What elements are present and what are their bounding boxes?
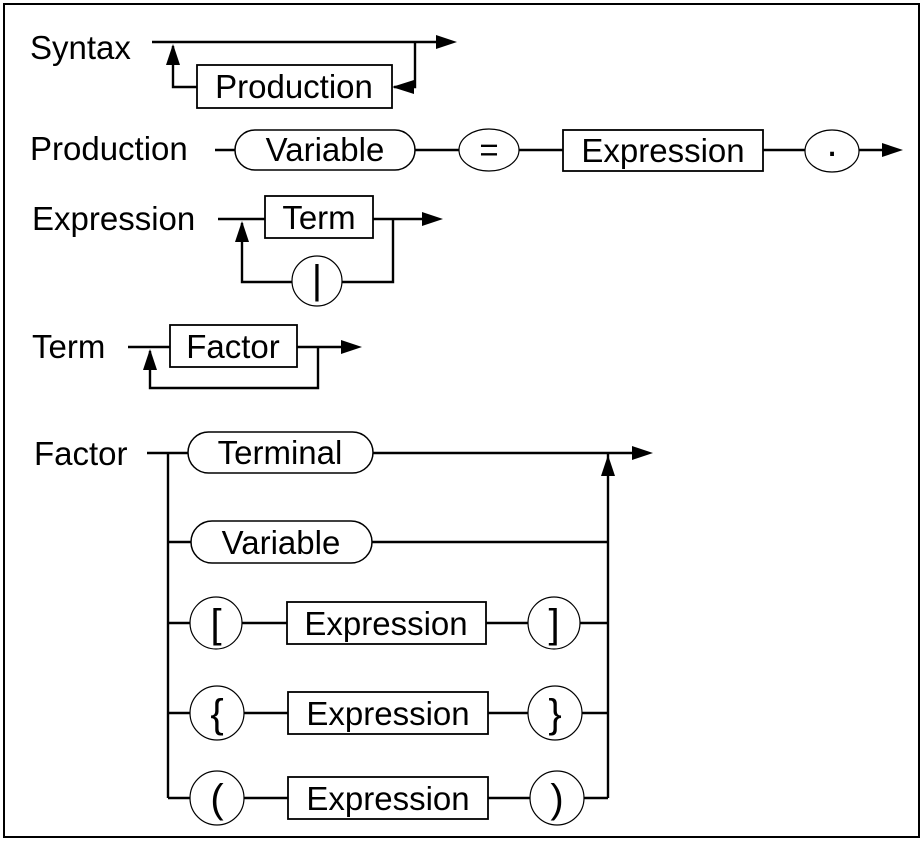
arrowhead-right-icon bbox=[422, 212, 443, 226]
symbol-label-rbrace: } bbox=[548, 692, 561, 736]
symbol-circle-period bbox=[804, 129, 860, 173]
nonterminal-box-expression bbox=[287, 691, 489, 735]
nonterminal-label-production: Production bbox=[215, 68, 373, 105]
terminal-stadium-variable bbox=[190, 520, 373, 564]
symbol-label-lbracket: [ bbox=[210, 602, 221, 646]
nonterminal-box-production bbox=[196, 64, 393, 109]
symbol-circle-pipe bbox=[291, 255, 343, 307]
nonterminal-box-expression bbox=[286, 601, 487, 645]
arrowhead-right-icon bbox=[436, 35, 457, 49]
arrowhead-up-icon bbox=[235, 221, 249, 242]
arrowhead-right-icon bbox=[882, 143, 903, 157]
rule-term: Term Factor bbox=[32, 324, 362, 390]
arrowhead-up-icon bbox=[143, 349, 157, 370]
nonterminal-box-term bbox=[264, 195, 374, 239]
flow-line-loop-right bbox=[394, 42, 417, 89]
rule-factor: Terminal Variable [ Expression ] { Expre… bbox=[34, 431, 653, 826]
symbol-label-lbrace: { bbox=[210, 692, 223, 736]
nonterminal-label-factor: Factor bbox=[186, 328, 280, 365]
symbol-circle-rparen bbox=[529, 770, 585, 826]
symbol-label-period: . bbox=[826, 121, 837, 165]
symbol-circle-rbrace bbox=[527, 685, 583, 741]
terminal-label-variable: Variable bbox=[266, 131, 385, 168]
symbol-circle-equals bbox=[458, 128, 520, 172]
nonterminal-label-term: Term bbox=[282, 199, 355, 236]
rule-label-production: Production bbox=[30, 130, 188, 167]
diagram-border bbox=[3, 3, 920, 838]
symbol-label-pipe: | bbox=[312, 258, 322, 302]
symbol-label-rbracket: ] bbox=[548, 602, 559, 646]
rule-expression: Expression Term | bbox=[32, 195, 443, 307]
rule-syntax: Syntax Production bbox=[30, 29, 457, 109]
terminal-stadium-terminal bbox=[187, 431, 374, 474]
nonterminal-box-expression bbox=[287, 776, 489, 820]
terminal-label-variable: Variable bbox=[222, 524, 341, 561]
nonterminal-label-expression: Expression bbox=[306, 780, 469, 817]
nonterminal-box-expression bbox=[562, 129, 764, 172]
flow-line-loop-left bbox=[171, 46, 197, 89]
nonterminal-label-expression: Expression bbox=[304, 605, 467, 642]
symbol-circle-lbracket bbox=[189, 596, 243, 650]
rule-label-expression: Expression bbox=[32, 200, 195, 237]
nonterminal-box-factor bbox=[169, 324, 298, 368]
arrowhead-right-icon bbox=[341, 340, 362, 354]
terminal-label-terminal: Terminal bbox=[218, 434, 343, 471]
symbol-circle-lparen bbox=[189, 770, 245, 826]
rule-label-syntax: Syntax bbox=[30, 29, 131, 66]
symbol-label-rparen: ) bbox=[550, 777, 563, 821]
arrowhead-left-icon bbox=[392, 80, 414, 94]
symbol-label-lparen: ( bbox=[210, 777, 224, 821]
symbol-label-equals: = bbox=[479, 131, 498, 168]
symbol-circle-rbracket bbox=[527, 596, 581, 650]
terminal-stadium-variable bbox=[234, 129, 416, 171]
symbol-circle-lbrace bbox=[189, 685, 245, 741]
arrowhead-right-icon bbox=[632, 446, 653, 460]
rule-label-term: Term bbox=[32, 328, 105, 365]
rule-production: Production Variable = Expression . bbox=[30, 121, 903, 173]
arrowhead-up-icon bbox=[166, 44, 180, 65]
rule-label-factor: Factor bbox=[34, 435, 128, 472]
nonterminal-label-expression: Expression bbox=[306, 695, 469, 732]
nonterminal-label-expression: Expression bbox=[581, 132, 744, 169]
arrowhead-up-icon bbox=[601, 455, 615, 476]
